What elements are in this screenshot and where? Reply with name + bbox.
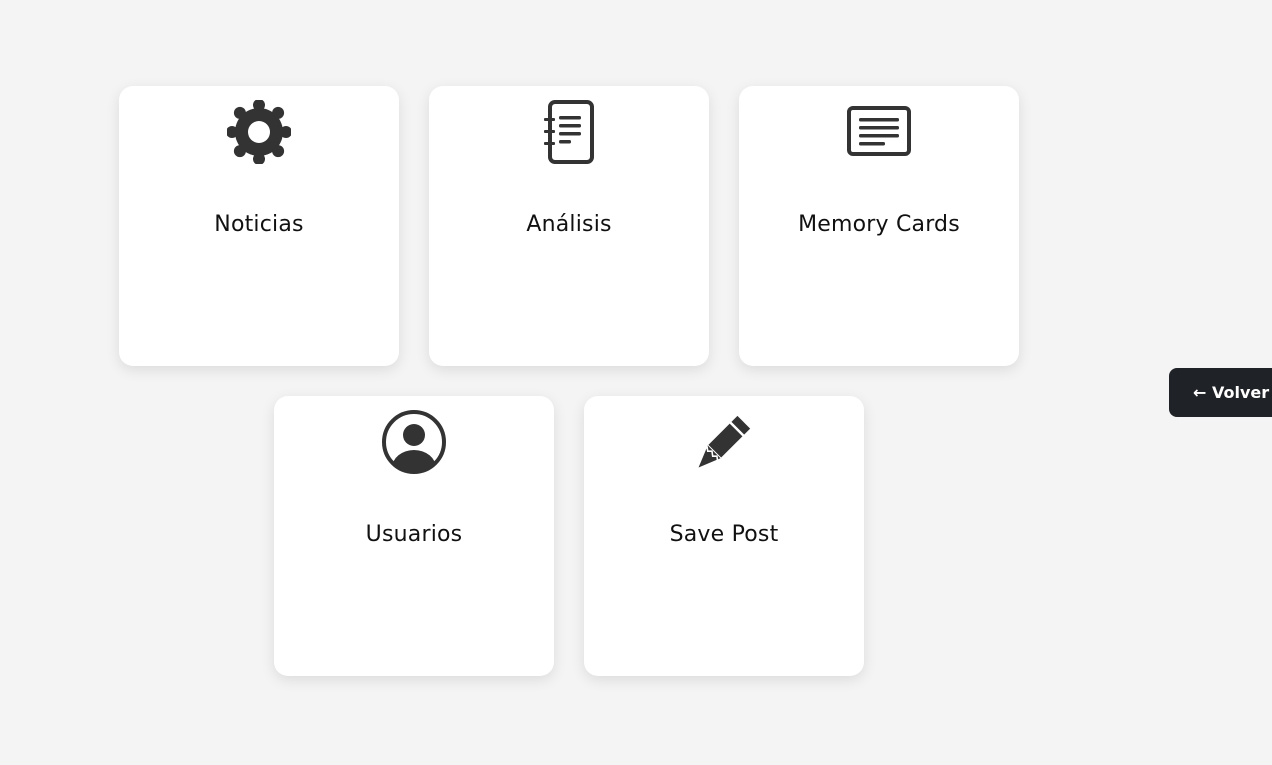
gear-icon bbox=[227, 100, 291, 164]
card-label: Noticias bbox=[214, 212, 304, 237]
card-memory-cards[interactable]: Memory Cards bbox=[739, 86, 1019, 366]
user-circle-icon bbox=[382, 410, 446, 474]
card-label: Usuarios bbox=[365, 522, 463, 547]
card-usuarios[interactable]: Usuarios bbox=[274, 396, 554, 676]
pencil-icon bbox=[698, 415, 751, 468]
card-label: Save Post bbox=[669, 522, 779, 547]
card-noticias[interactable]: Noticias bbox=[119, 86, 399, 366]
card-label: Análisis bbox=[526, 212, 612, 237]
card-analisis[interactable]: Análisis bbox=[429, 86, 709, 366]
card-label: Memory Cards bbox=[798, 212, 960, 237]
document-lines-icon bbox=[847, 106, 911, 156]
back-button[interactable]: ← Volver a bbox=[1169, 368, 1272, 417]
card-save-post[interactable]: Save Post bbox=[584, 396, 864, 676]
notebook-icon bbox=[544, 100, 594, 164]
